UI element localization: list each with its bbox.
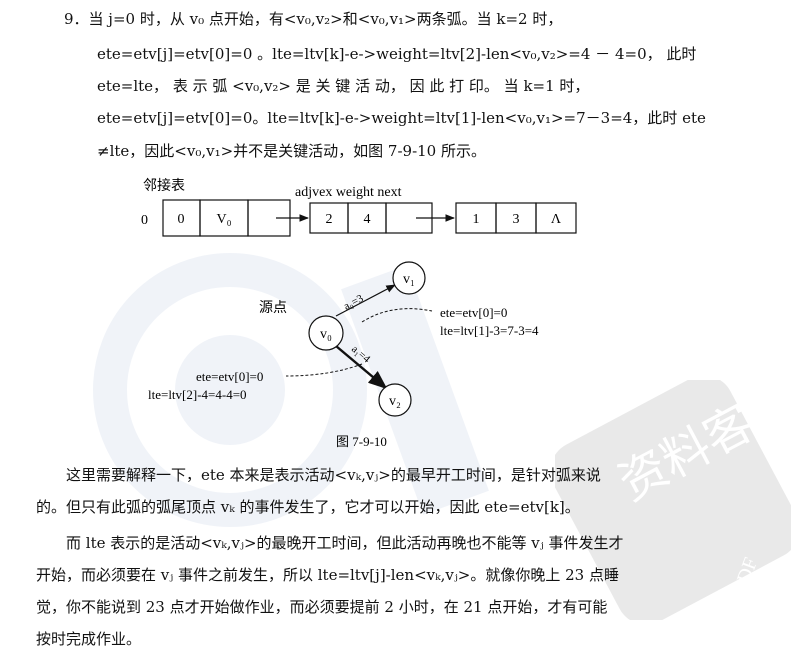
- para-lte-line3: 觉，你不能说到 23 点才开始做作业，而必须要提前 2 小时，在 21 点开始，…: [36, 598, 608, 616]
- figure-caption: 图 7-9-10: [336, 434, 387, 449]
- vertex-v2-label: v₂: [389, 394, 401, 409]
- node2-next: Λ: [551, 212, 562, 227]
- note-v2-line2: lte=ltv[2]-4=4-4=0: [148, 387, 247, 402]
- para9-line3: ete=lte， 表 示 弧 <v₀,v₂> 是 关 键 活 动， 因 此 打 …: [97, 77, 590, 95]
- para9-line2: ete=etv[j]=etv[0]=0 。lte=ltv[k]-e->weigh…: [97, 45, 697, 63]
- node2-weight: 3: [513, 212, 520, 227]
- node1-adjvex: 2: [326, 212, 333, 227]
- para9-line4: ete=etv[j]=etv[0]=0。lte=ltv[k]-e->weight…: [97, 109, 706, 127]
- para9-line1: 9．当 j=0 时，从 v₀ 点开始，有<v₀,v₂>和<v₀,v₁>两条弧。当…: [64, 10, 563, 28]
- para9-line5: ≠lte，因此<v₀,v₁>并不是关键活动，如图 7-9-10 所示。: [97, 142, 486, 160]
- para-lte-line1: 而 lte 表示的是活动<vₖ,vⱼ>的最晚开工时间，但此活动再晚也不能等 vⱼ…: [66, 534, 624, 552]
- node1-weight: 4: [364, 212, 371, 227]
- para-ete-line2: 的。但只有此弧的弧尾顶点 vₖ 的事件发生了，它才可以开始，因此 ete=etv…: [36, 498, 580, 516]
- note-v1-line2: lte=ltv[1]-3=7-3=4: [440, 323, 539, 338]
- vertex-v0: [308, 315, 344, 351]
- vertex-v1-label: v₁: [403, 272, 415, 287]
- edge-a1-label: a₁=4: [349, 343, 373, 366]
- vertex-v1: [392, 261, 426, 295]
- vertex-v0-label: v₀: [320, 327, 332, 342]
- vertex-v2: [378, 383, 412, 417]
- edge-v0-v1: [335, 284, 396, 317]
- head-vertex: V₀: [217, 212, 232, 227]
- adj-table-title: 邻接表: [143, 177, 185, 194]
- edge-a0-label: a₀=3: [342, 292, 366, 312]
- node2-adjvex: 1: [473, 212, 480, 227]
- note-v1-line1: ete=etv[0]=0: [440, 305, 507, 320]
- para-ete-line1: 这里需要解释一下，ete 本来是表示活动<vₖ,vⱼ>的最早开工时间，是针对弧来…: [66, 466, 601, 484]
- row-index: 0: [141, 213, 148, 228]
- head-index: 0: [178, 212, 185, 227]
- note-v2-leader: [285, 363, 363, 377]
- source-label: 源点: [259, 300, 287, 316]
- para-lte-line4: 按时完成作业。: [36, 630, 142, 648]
- edge-v0-v2-critical: [335, 345, 388, 390]
- note-v2-line1: ete=etv[0]=0: [196, 369, 263, 384]
- edge-node-2: [455, 202, 577, 234]
- para-lte-line2: 开始，而必须要在 vⱼ 事件之前发生，所以 lte=ltv[j]-len<vₖ,…: [36, 566, 619, 584]
- node-field-header: adjvex weight next: [295, 185, 402, 200]
- note-v1-leader: [361, 308, 433, 323]
